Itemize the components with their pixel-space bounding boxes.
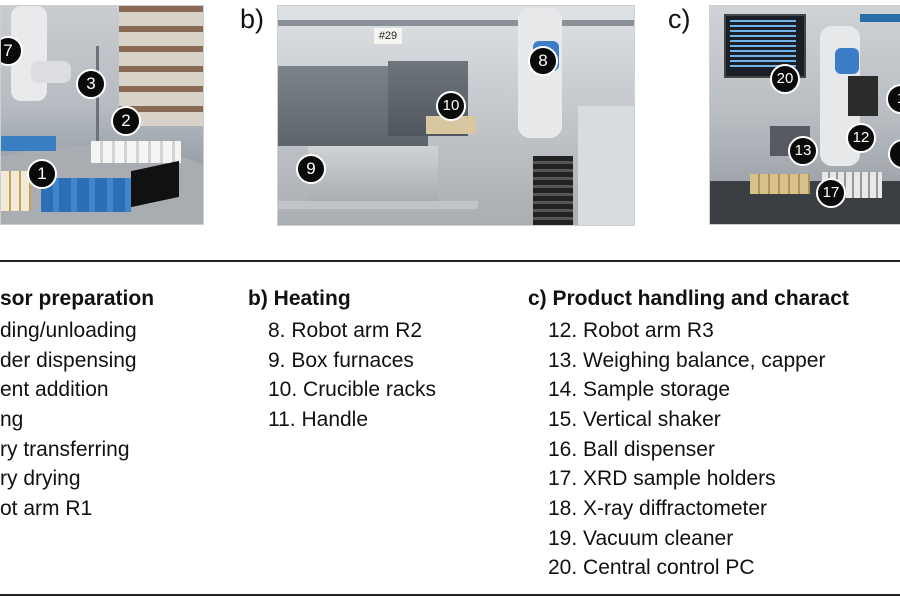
reagent-shelf xyxy=(119,6,203,126)
callout-badge-7: 7 xyxy=(1,36,23,66)
legend-item-c: 13. Weighing balance, capper xyxy=(548,349,826,372)
legend-item-a: der dispensing xyxy=(0,349,137,372)
legend-item-b: 9. Box furnaces xyxy=(268,349,414,372)
callout-badge-13: 13 xyxy=(788,136,818,166)
callout-badge-12: 12 xyxy=(846,123,876,153)
label-29-text: #29 xyxy=(378,30,398,42)
legend-item-a: ry transferring xyxy=(0,438,130,461)
shelf-label xyxy=(860,14,900,22)
robot-arm-r3-joint xyxy=(835,48,859,74)
legend-item-c: 17. XRD sample holders xyxy=(548,467,776,490)
legend-item-a: ng xyxy=(0,408,24,431)
frame-rail xyxy=(278,201,478,209)
photo-panel-b: #29 8 10 9 xyxy=(277,5,635,226)
legend-heading-c: c) Product handling and charact xyxy=(528,287,849,310)
legend-heading-a: sor preparation xyxy=(0,287,155,310)
callout-badge-20: 20 xyxy=(770,64,800,94)
callout-badge-3: 3 xyxy=(76,69,106,99)
callout-badge-10: 10 xyxy=(436,91,466,121)
label-tag-29: #29 xyxy=(374,28,402,44)
legend-item-b: 11. Handle xyxy=(268,408,369,431)
vial-rack-white xyxy=(1,171,31,211)
vial-rack-blue xyxy=(41,178,131,212)
legend-item-b: 10. Crucible racks xyxy=(268,378,437,401)
box-furnace-lower xyxy=(308,146,438,206)
legend-item-c: 18. X-ray diffractometer xyxy=(548,497,768,520)
callout-badge-partial-upper: 1 xyxy=(886,84,900,114)
callout-badge-1: 1 xyxy=(27,159,57,189)
vial-tray xyxy=(91,141,181,163)
sample-holder-tray xyxy=(750,174,810,194)
overhead-shelf xyxy=(278,20,634,26)
enclosure-frame xyxy=(96,46,99,216)
crucible-rack xyxy=(426,116,476,134)
legend-item-a: ding/unloading xyxy=(0,319,137,342)
legend-item-a: ent addition xyxy=(0,378,109,401)
monitor-code-lines xyxy=(730,20,796,68)
panel-label-c: c) xyxy=(668,4,691,34)
legend-item-a: ot arm R1 xyxy=(0,497,93,520)
callout-badge-8: 8 xyxy=(528,46,558,76)
legend-item-c: 19. Vacuum cleaner xyxy=(548,527,734,550)
legend-item-c: 16. Ball dispenser xyxy=(548,438,715,461)
top-rule xyxy=(0,260,900,262)
callout-badge-17: 17 xyxy=(816,178,846,208)
bottom-rule xyxy=(0,594,900,596)
lab-cabinet xyxy=(578,106,634,225)
callout-badge-partial-lower: 1 xyxy=(888,139,900,169)
photo-panel-c: 20 12 13 17 1 1 xyxy=(709,5,900,225)
legend-item-b: 8. Robot arm R2 xyxy=(268,319,423,342)
legend-item-c: 20. Central control PC xyxy=(548,556,755,579)
callout-badge-9: 9 xyxy=(296,154,326,184)
gripper xyxy=(848,76,878,116)
callout-badge-2: 2 xyxy=(111,106,141,136)
blue-holder-small xyxy=(1,136,56,151)
conveyor-track xyxy=(533,156,573,225)
legend-heading-b: b) Heating xyxy=(248,287,351,310)
robot-arm-joint xyxy=(31,61,71,83)
legend-item-c: 15. Vertical shaker xyxy=(548,408,721,431)
panel-label-b: b) xyxy=(240,4,265,34)
legend-item-c: 14. Sample storage xyxy=(548,378,731,401)
legend-item-c: 12. Robot arm R3 xyxy=(548,319,714,342)
photo-panel-a: 7 3 2 1 xyxy=(0,5,204,225)
legend-item-a: ry drying xyxy=(0,467,81,490)
